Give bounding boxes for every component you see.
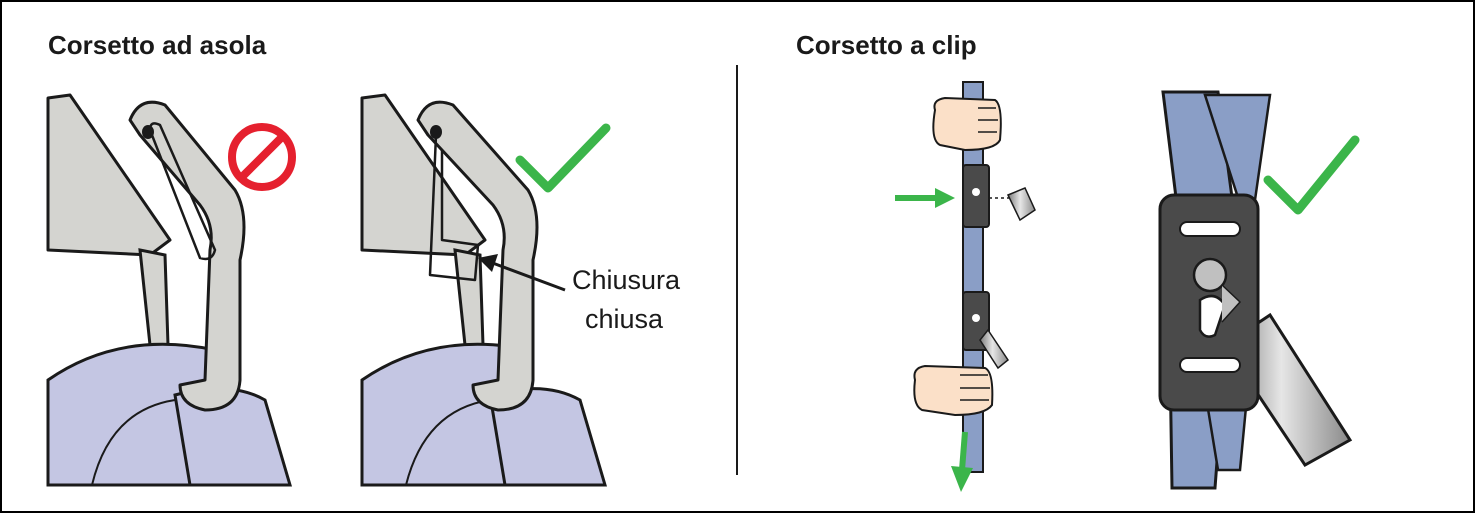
callout-label-line2: chiusa bbox=[585, 304, 664, 334]
checkmark-icon bbox=[515, 123, 611, 193]
arrow-right-icon bbox=[895, 188, 955, 208]
clip-strap-closeup-illustration bbox=[1158, 90, 1353, 490]
loop-strap-incorrect-illustration bbox=[46, 93, 293, 487]
clip-strap-steps-illustration bbox=[895, 81, 1036, 492]
panel-divider bbox=[736, 65, 738, 475]
checkmark-icon bbox=[1263, 135, 1360, 215]
prohibited-icon bbox=[228, 123, 296, 191]
left-panel-title: Corsetto ad asola bbox=[48, 30, 267, 60]
right-panel-title: Corsetto a clip bbox=[796, 30, 977, 60]
arrow-down-icon bbox=[951, 431, 973, 492]
callout-label-line1: Chiusura bbox=[572, 265, 681, 295]
loop-strap-correct-illustration bbox=[360, 93, 608, 487]
